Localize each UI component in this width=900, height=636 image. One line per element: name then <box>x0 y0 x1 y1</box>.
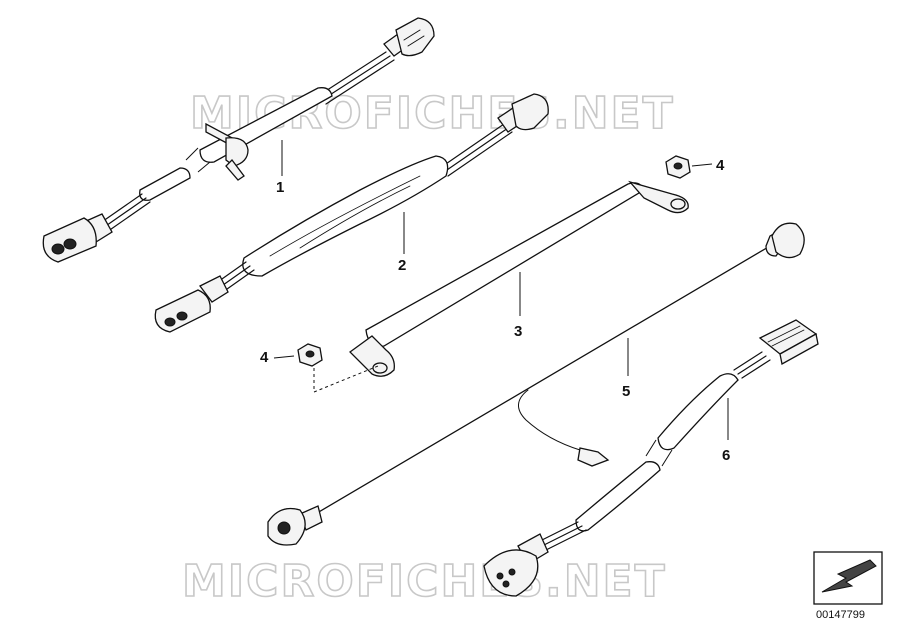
part-6-lower-connector <box>483 533 549 597</box>
part-2-wiring-harness[interactable] <box>154 93 549 333</box>
part-1-wiring-harness[interactable] <box>42 17 435 263</box>
part-2-upper-connector <box>497 93 549 133</box>
reference-box: 00147799 <box>813 551 883 621</box>
callout-3[interactable]: 3 <box>514 323 522 340</box>
reference-number: 00147799 <box>816 609 865 621</box>
part-3-ground-strap[interactable] <box>349 180 689 377</box>
callout-6[interactable]: 6 <box>722 447 730 464</box>
part-5-sensor-cable[interactable] <box>267 222 805 546</box>
part-5-lower-connector <box>267 505 323 546</box>
part-1-upper-connector <box>383 17 435 57</box>
part-4-lower-dash-leader <box>313 365 379 393</box>
part-6-upper-connector <box>758 319 819 366</box>
arrow-icon <box>821 559 877 593</box>
watermark-bottom: MICROFICHES.NET <box>182 556 667 607</box>
part-6-adapter-lead[interactable] <box>483 319 819 597</box>
callout-2[interactable]: 2 <box>398 257 406 274</box>
callout-4-lower[interactable]: 4 <box>260 349 269 366</box>
callout-5[interactable]: 5 <box>622 383 630 400</box>
part-2-lower-connector <box>154 275 229 333</box>
callout-4-upper-leader <box>691 163 713 167</box>
part-4-nut-upper[interactable] <box>665 155 691 179</box>
part-4-nut-lower[interactable] <box>297 343 323 367</box>
callout-4-lower-leader <box>273 355 295 359</box>
part-1-clip <box>205 122 249 181</box>
part-5-upper-connector <box>765 222 805 259</box>
part-1-lower-connector <box>42 213 113 263</box>
callout-4-upper[interactable]: 4 <box>716 157 725 174</box>
callout-1[interactable]: 1 <box>276 179 284 196</box>
